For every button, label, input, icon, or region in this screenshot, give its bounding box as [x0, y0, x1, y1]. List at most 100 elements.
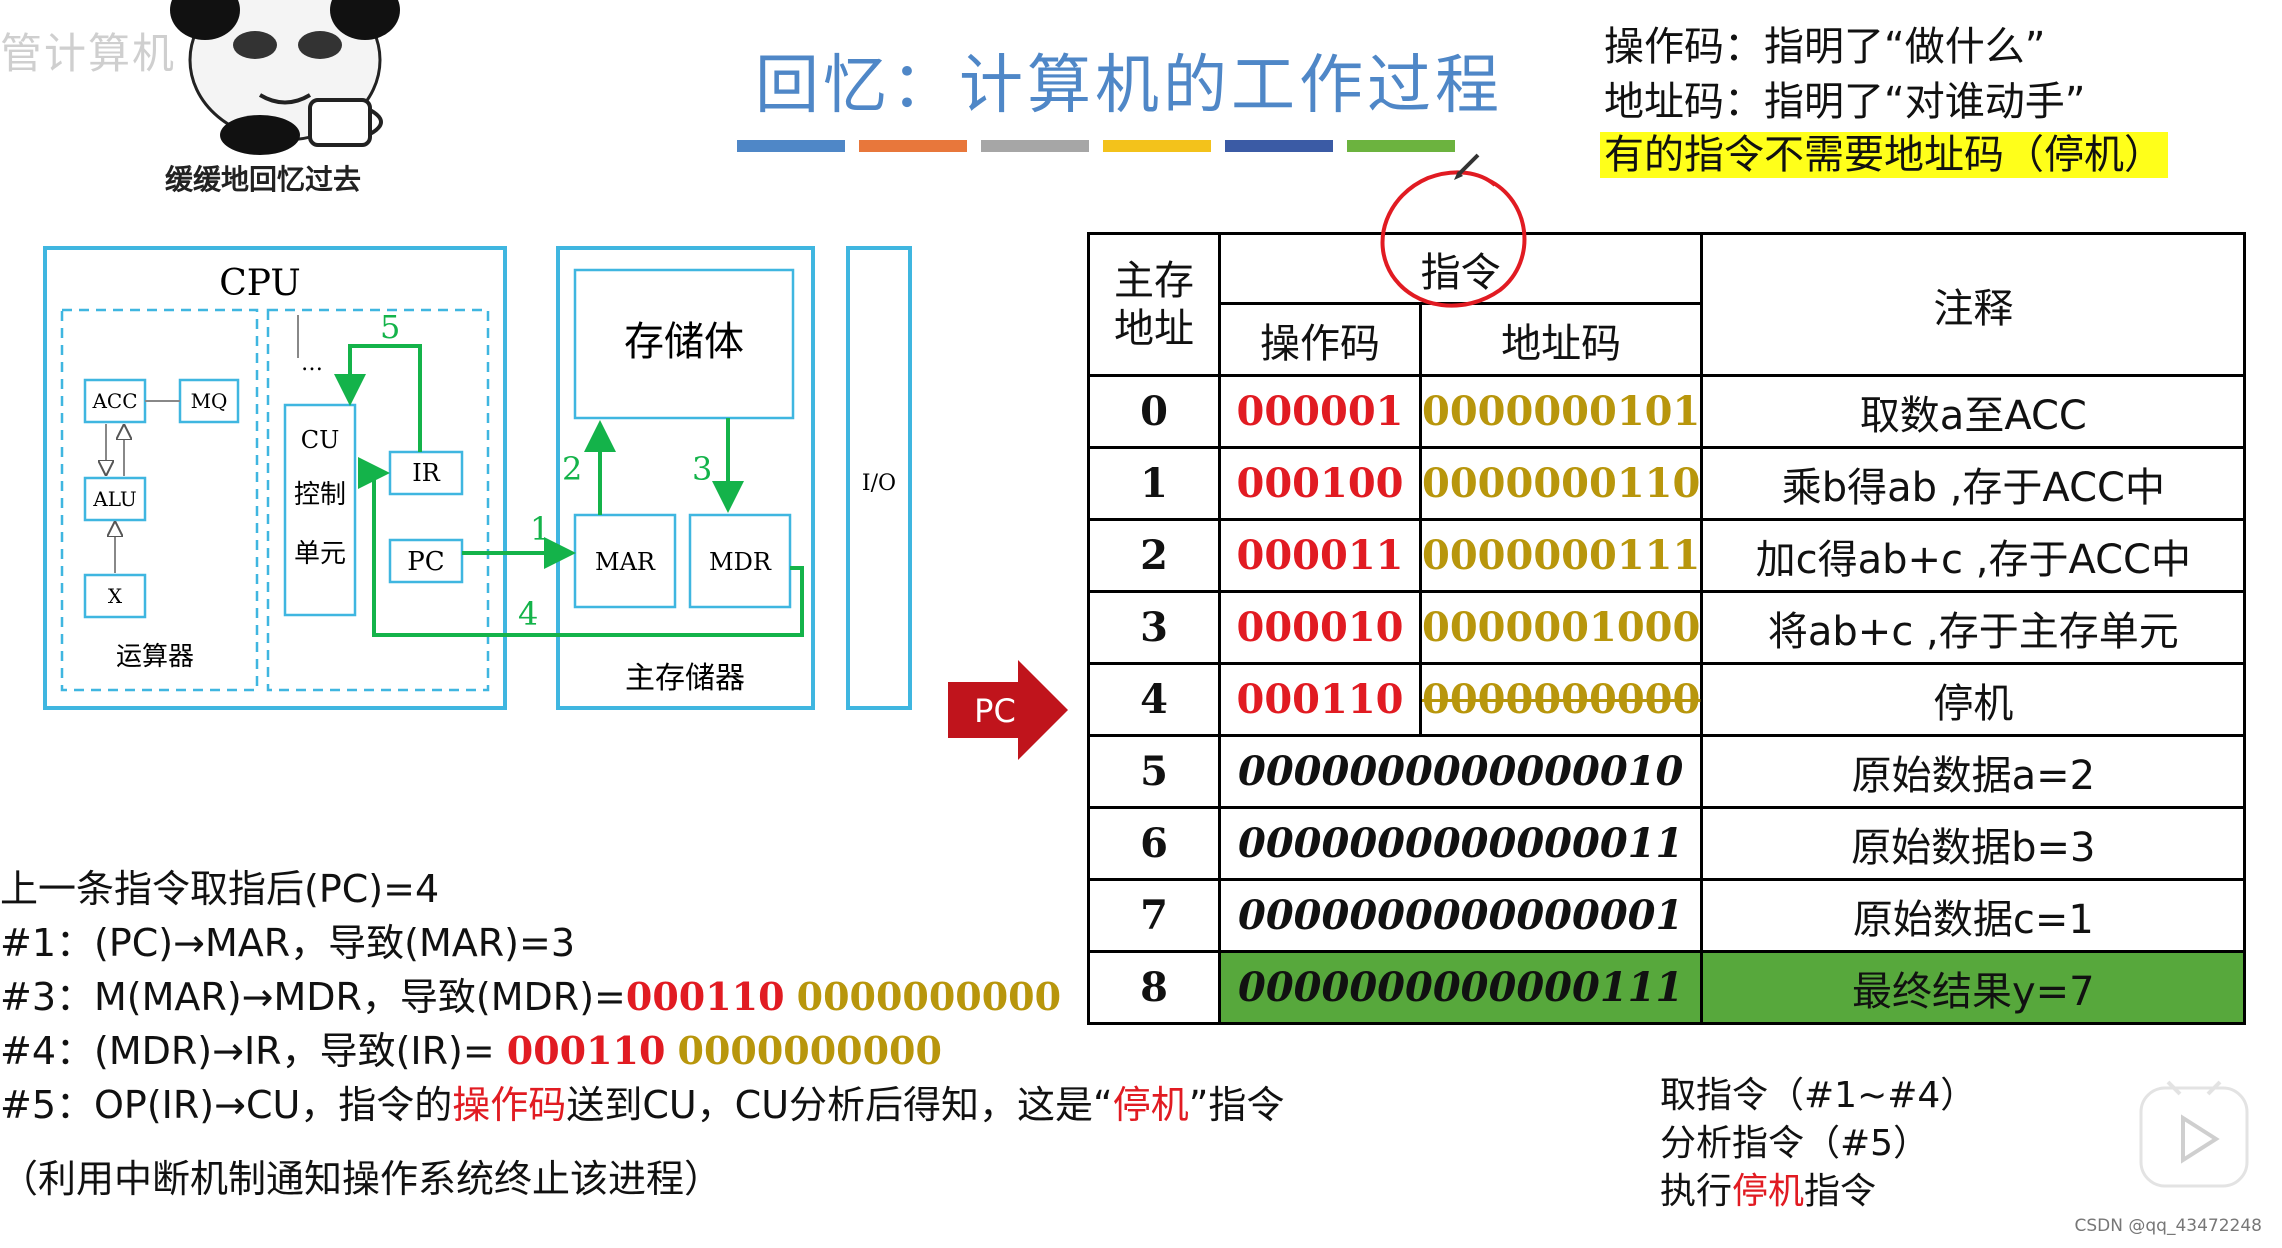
- color-segment: [1347, 140, 1455, 152]
- cu-label-unit: 单元: [294, 539, 346, 569]
- row-note: 原始数据b=3: [1700, 806, 2247, 881]
- table-row: 6 0000000000000011 原始数据b=3: [1087, 806, 2247, 881]
- page-title: 回忆：计算机的工作过程: [755, 49, 1503, 123]
- row-address-code: 0000001000: [1418, 590, 1704, 665]
- pc-pointer-label: PC: [974, 692, 1016, 730]
- x-box: [83, 573, 147, 619]
- mq-box: [178, 378, 240, 424]
- summary-execute: 执行停机指令: [1660, 1168, 1976, 1216]
- row-opcode: 000100: [1218, 446, 1422, 521]
- row-note: 原始数据a=2: [1700, 734, 2247, 809]
- path-mdr-to-ir: [358, 457, 804, 637]
- computer-structure-diagram: CPU ACC MQ ALU X 运算器 … CU 控制 单元 IR PC 存储…: [43, 246, 912, 710]
- step5-halt-highlight: 停机: [1112, 1083, 1189, 1127]
- row-opcode: 000001: [1218, 374, 1422, 449]
- header-address: 主存 地址: [1087, 232, 1221, 377]
- step-line-interrupt: （利用中断机制通知操作系统终止该进程）: [0, 1157, 723, 1201]
- cu-box: [283, 403, 357, 617]
- row-addr: 1: [1087, 446, 1221, 521]
- note-address-code: 地址码：指明了“对谁动手”: [1604, 79, 2086, 125]
- color-segment: [859, 140, 967, 152]
- row-data-result: 0000000000000111: [1217, 950, 1704, 1025]
- color-segment: [737, 140, 845, 152]
- step5-opcode-highlight: 操作码: [452, 1083, 567, 1127]
- ir-box: [388, 450, 464, 496]
- table-row: 4 000110 0000000000 停机: [1087, 662, 2247, 737]
- row-addr: 7: [1087, 878, 1221, 953]
- title-color-bar: [737, 140, 1455, 152]
- ir-label: IR: [412, 459, 440, 487]
- header-instruction-label: 指令: [1420, 249, 1501, 296]
- step4-address-code: 0000000000: [677, 1028, 942, 1073]
- pc-label: PC: [407, 547, 444, 577]
- path-ir-to-cu: [334, 344, 422, 452]
- table-row: 2 000011 0000000111 加c得ab+c ,存于ACC中: [1087, 518, 2247, 593]
- note-opcode: 操作码：指明了“做什么”: [1604, 24, 2046, 70]
- acc-label: ACC: [91, 389, 137, 413]
- summary-execute-a: 执行: [1660, 1171, 1733, 1212]
- mq-label: MQ: [191, 389, 228, 413]
- main-memory-label: 主存储器: [625, 661, 745, 696]
- step-label-1: 1: [530, 510, 550, 548]
- row-note: 将ab+c ,存于主存单元: [1700, 590, 2247, 665]
- header-note: 注释: [1700, 232, 2247, 377]
- io-label: I/O: [862, 471, 896, 496]
- instruction-circle-annotation: [1380, 153, 1527, 308]
- step-label-4: 4: [518, 595, 538, 633]
- step-label-5: 5: [380, 308, 400, 346]
- step5-text-e: ”指令: [1188, 1083, 1285, 1127]
- row-note: 原始数据c=1: [1700, 878, 2247, 953]
- meme-caption: 缓缓地回忆过去: [165, 163, 362, 196]
- row-note: 取数a至ACC: [1700, 374, 2247, 449]
- step4-opcode: 000110: [506, 1028, 666, 1073]
- color-segment: [1103, 140, 1211, 152]
- row-addr: 6: [1087, 806, 1221, 881]
- summary-execute-halt: 停机: [1732, 1171, 1805, 1212]
- alu-label: ALU: [92, 487, 137, 511]
- cpu-label: CPU: [219, 263, 300, 304]
- row-addr: 8: [1087, 950, 1221, 1025]
- play-button[interactable]: [2138, 1080, 2250, 1190]
- table-row: 8 0000000000000111 最终结果y=7: [1087, 950, 2247, 1025]
- row-address-code-struck: 0000000000: [1418, 662, 1704, 737]
- alu-box: [83, 476, 147, 522]
- step5-text-a: #5：OP(IR)→CU，指令的: [0, 1083, 453, 1127]
- pc-box: [388, 538, 464, 584]
- row-opcode: 000010: [1218, 590, 1422, 665]
- step-line-0: 上一条指令取指后(PC)=4: [0, 867, 440, 911]
- acc-box: [83, 378, 147, 424]
- row-address-code: 0000000111: [1418, 518, 1704, 593]
- header-opcode: 操作码: [1218, 302, 1422, 377]
- row-note: 停机: [1700, 662, 2247, 737]
- row-opcode: 000110: [1218, 662, 1422, 737]
- alu-unit-box: [60, 308, 259, 692]
- phase-summary: 取指令（#1~#4） 分析指令（#5） 执行停机指令: [1660, 1072, 1976, 1216]
- mdr-box: [688, 513, 792, 609]
- pc-pointer-arrow: PC: [948, 660, 1068, 760]
- controller-box: [266, 308, 490, 692]
- step3-address-code: 0000000000: [796, 974, 1062, 1019]
- cu-label-control: 控制: [294, 480, 346, 510]
- table-row: 7 0000000000000001 原始数据c=1: [1087, 878, 2247, 953]
- table-row: 3 000010 0000001000 将ab+c ,存于主存单元: [1087, 590, 2247, 665]
- step5-text-c: 送到CU，CU分析后得知，这是“: [566, 1083, 1113, 1127]
- row-opcode: 000011: [1218, 518, 1422, 593]
- row-address-code: 0000000101: [1418, 374, 1704, 449]
- row-note: 乘b得ab ,存于ACC中: [1700, 446, 2247, 521]
- csdn-watermark: CSDN @qq_43472248: [2074, 1216, 2262, 1236]
- step3-text: #3：M(MAR)→MDR，导致(MDR)=: [0, 975, 626, 1019]
- row-addr: 3: [1087, 590, 1221, 665]
- controller-dots: …: [301, 351, 323, 376]
- step4-text: #4：(MDR)→IR，导致(IR)=: [0, 1029, 495, 1073]
- memory-table-wrap: 主存 地址 指令 注释 操作码 地址码 0 000001 0000000101 …: [1087, 232, 2247, 1025]
- meme-panda-image: [170, 0, 400, 155]
- cu-label: CU: [301, 426, 340, 454]
- mar-label: MAR: [595, 548, 656, 576]
- table-row: 0 000001 0000000101 取数a至ACC: [1087, 374, 2247, 449]
- table-row: 5 0000000000000010 原始数据a=2: [1087, 734, 2247, 809]
- cpu-box: [43, 246, 507, 710]
- step-explanation: 上一条指令取指后(PC)=4 #1：(PC)→MAR，导致(MAR)=3 #3：…: [0, 862, 1284, 1206]
- note-no-address-highlight: 有的指令不需要地址码（停机）: [1600, 132, 2168, 178]
- step-line-3: #3：M(MAR)→MDR，导致(MDR)=000110 0000000000: [0, 970, 1284, 1024]
- row-addr: 0: [1087, 374, 1221, 449]
